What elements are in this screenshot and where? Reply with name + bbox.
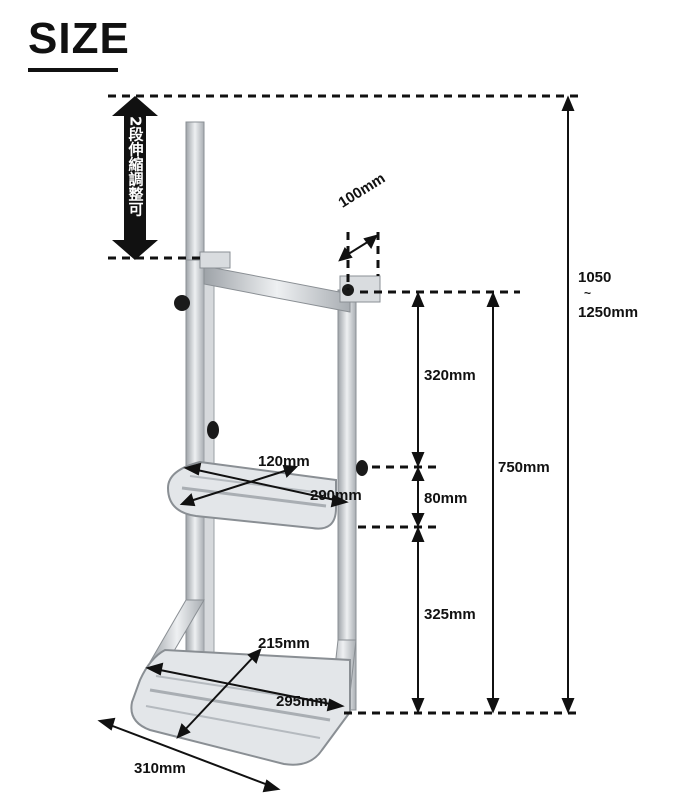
label-step-width-upper: 290mm: [310, 487, 362, 504]
label-upper-gap: 320mm: [424, 367, 476, 384]
title-underline: [28, 68, 118, 72]
page-title: SIZE: [28, 14, 130, 63]
adjust-note-text: 2段伸縮調整可: [126, 116, 145, 217]
label-total-height-line1: 1050: [578, 269, 612, 286]
adjust-range-arrow: [112, 96, 158, 260]
arrow-step-depth-upper: [183, 467, 295, 504]
knob-middle-right: [356, 460, 368, 476]
arrow-step-depth-lower: [179, 651, 259, 736]
label-step-depth-upper: 120mm: [258, 453, 310, 470]
label-lower-gap: 325mm: [424, 606, 476, 623]
dimension-arrows: [97, 95, 575, 793]
knob-top-left: [174, 295, 190, 311]
dashed-guides: [108, 94, 580, 715]
label-step-depth-lower: 215mm: [258, 635, 310, 652]
extension-pole: [185, 121, 205, 263]
top-bracket: [199, 251, 231, 269]
top-crossbar: [203, 265, 351, 313]
label-step-thickness: 80mm: [424, 490, 468, 507]
label-bottom-width: 310mm: [134, 760, 186, 777]
label-step-width-lower: 295mm: [276, 693, 328, 710]
telescopic-adjust-note: 2段伸縮調整可: [121, 116, 149, 221]
arrow-step-width-upper: [187, 467, 345, 503]
label-total-height-tilde: ~: [584, 286, 592, 300]
arrow-step-width-lower: [149, 667, 341, 707]
label-total-height-line2: 1250mm: [578, 304, 639, 321]
lower-step: [130, 648, 351, 766]
knob-middle-left: [207, 421, 219, 439]
label-frame-height: 750mm: [498, 459, 550, 476]
arrow-bottom-width: [101, 721, 277, 789]
